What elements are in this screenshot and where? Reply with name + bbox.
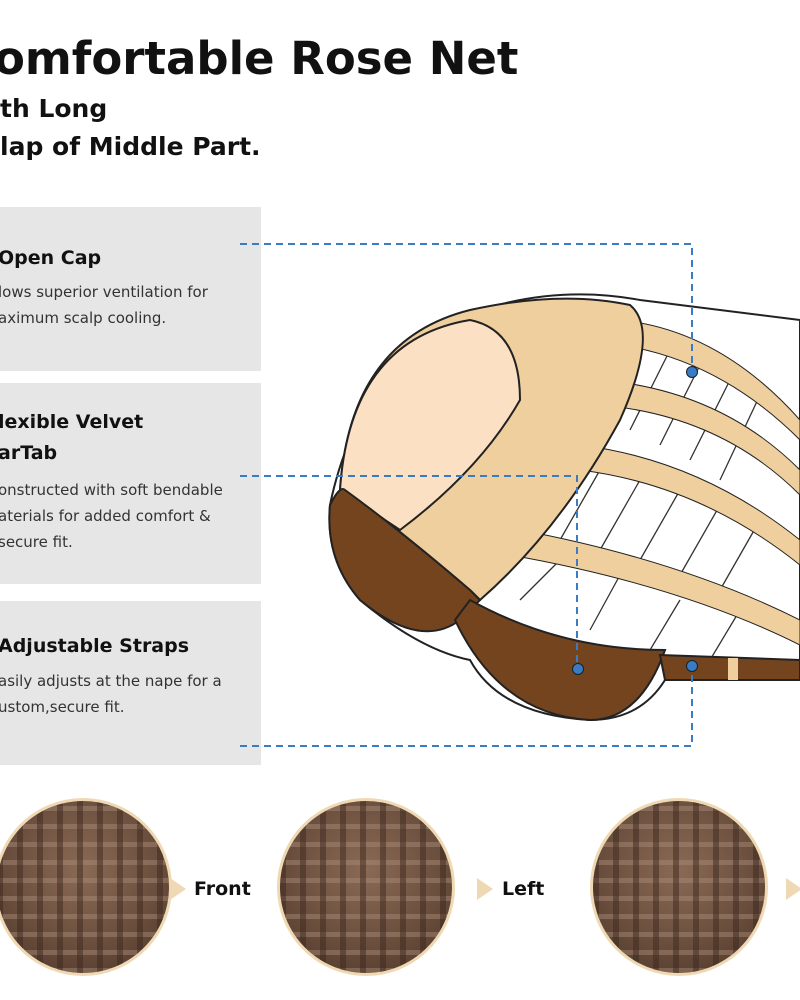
back-view-photo bbox=[590, 798, 768, 976]
wig-cap-diagram bbox=[240, 243, 800, 747]
feature-panel-open-cap: Open Cap lows superior ventilation for a… bbox=[0, 207, 261, 371]
headline: omfortable Rose Net bbox=[0, 32, 519, 85]
feature-text: onstructed with soft bendable bbox=[0, 481, 223, 499]
feature-heading: Open Cap bbox=[0, 247, 102, 269]
callout-lines bbox=[240, 243, 693, 747]
feature-panel-eartab: lexible Velvet arTab onstructed with sof… bbox=[0, 383, 261, 584]
arrow-icon bbox=[786, 878, 800, 900]
callout-dot-eartab bbox=[572, 663, 584, 675]
view-label-front: Front bbox=[194, 878, 251, 900]
feature-heading: Adjustable Straps bbox=[0, 635, 190, 657]
subheadline-2: lap of Middle Part. bbox=[0, 132, 261, 161]
arrow-icon bbox=[477, 878, 493, 900]
feature-text: lows superior ventilation for bbox=[0, 283, 208, 301]
view-label-left: Left bbox=[502, 878, 545, 900]
subheadline-1: th Long bbox=[0, 94, 108, 123]
feature-text: aterials for added comfort & bbox=[0, 507, 211, 525]
cap-illustration bbox=[328, 293, 800, 722]
feature-text: secure fit. bbox=[0, 533, 73, 551]
front-view-photo bbox=[0, 798, 172, 976]
left-view-photo bbox=[277, 798, 455, 976]
feature-text: asily adjusts at the nape for a bbox=[0, 672, 222, 690]
feature-heading: arTab bbox=[0, 442, 58, 464]
arrow-icon bbox=[170, 878, 186, 900]
callout-dot-open-cap bbox=[686, 366, 698, 378]
feature-panel-straps: Adjustable Straps asily adjusts at the n… bbox=[0, 601, 261, 765]
callout-dot-straps bbox=[686, 660, 698, 672]
feature-heading: lexible Velvet bbox=[0, 411, 144, 433]
feature-text: ustom,secure fit. bbox=[0, 698, 125, 716]
feature-text: aximum scalp cooling. bbox=[0, 309, 167, 327]
